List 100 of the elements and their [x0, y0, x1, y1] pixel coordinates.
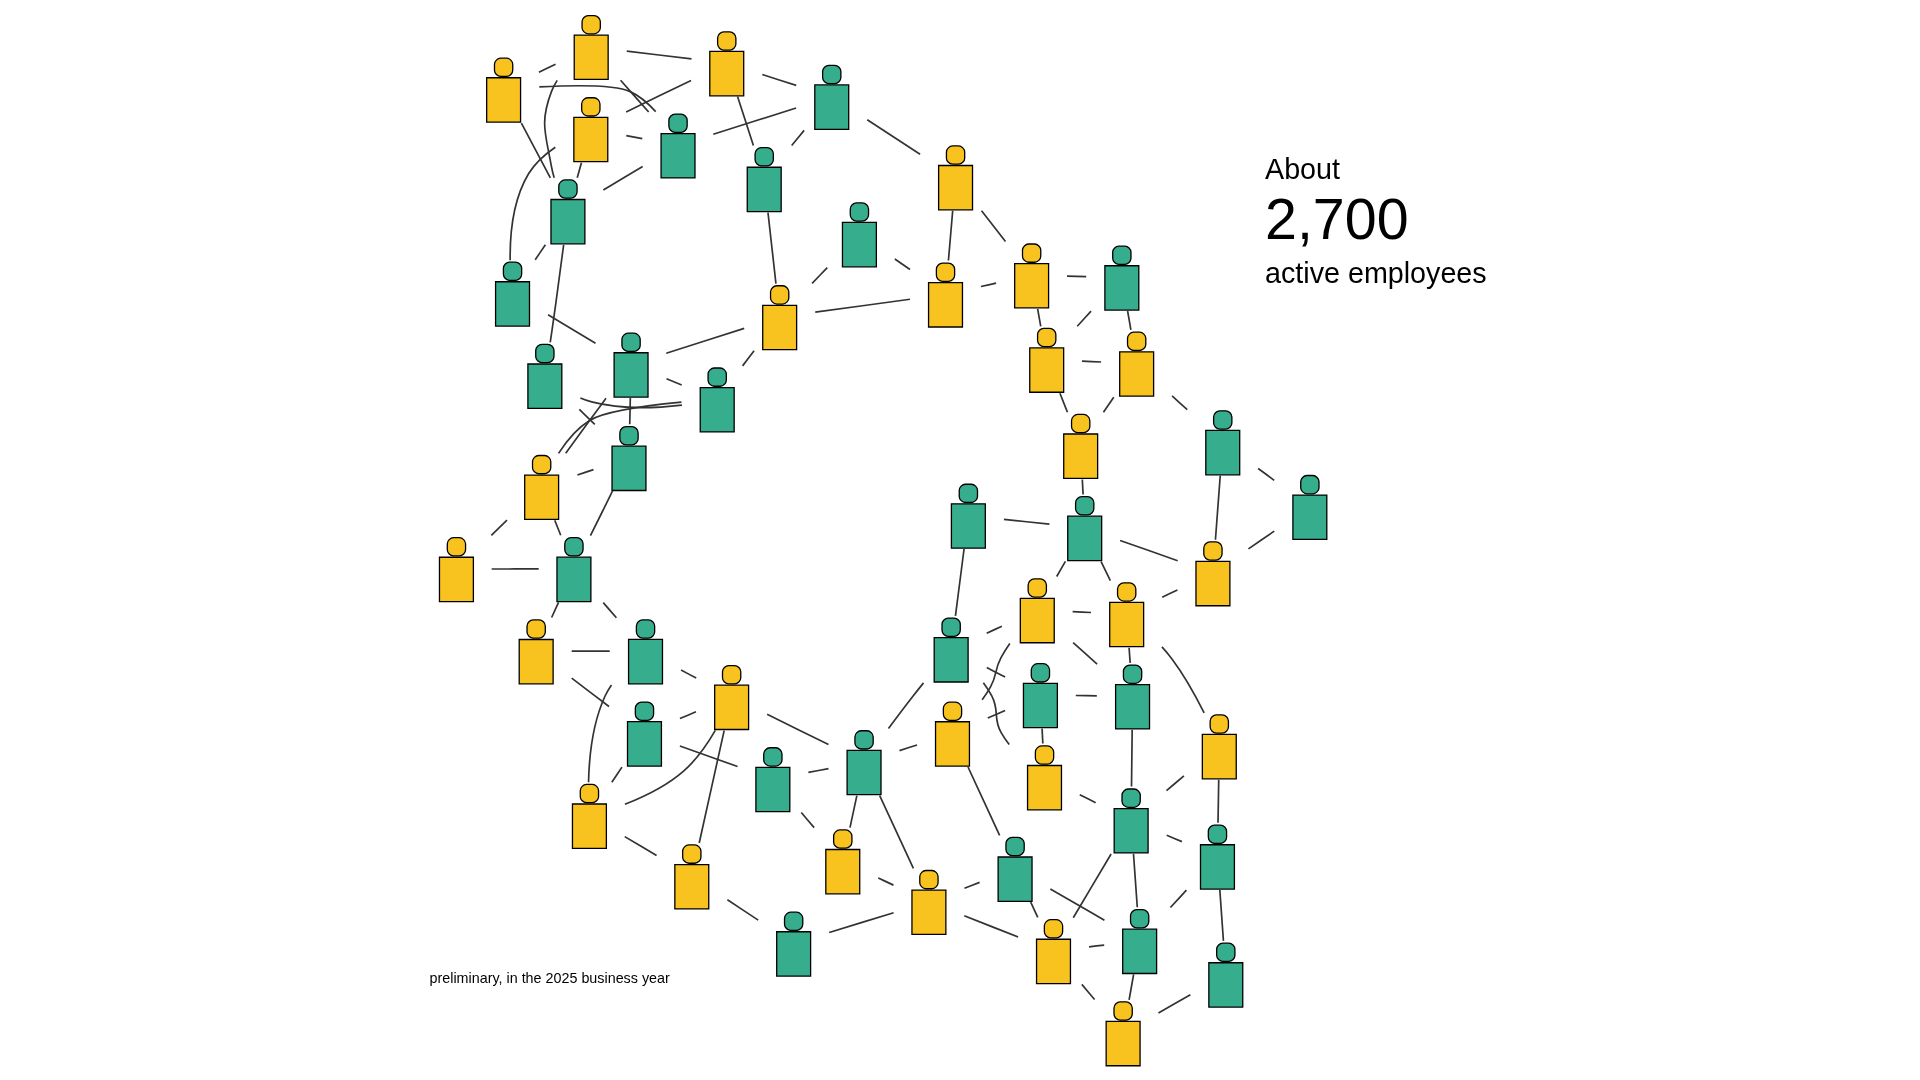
connector [624, 79, 692, 113]
connector [893, 258, 911, 271]
connector [520, 122, 551, 179]
connector [589, 490, 613, 537]
label: 2,700 [1264, 186, 1409, 251]
connector [966, 766, 1000, 837]
connector [865, 118, 921, 155]
connector [508, 146, 556, 262]
connector [765, 713, 829, 746]
connector [579, 397, 683, 409]
connector [1099, 560, 1111, 582]
connector [980, 209, 1006, 243]
connector [625, 50, 692, 60]
connector [711, 107, 797, 136]
connector [533, 243, 546, 261]
connector [1102, 396, 1115, 414]
connector [1058, 392, 1068, 414]
connector [810, 266, 828, 285]
connector [624, 134, 643, 140]
connector [1065, 275, 1087, 278]
connector [1078, 793, 1096, 804]
connector [1165, 775, 1185, 792]
connector [986, 709, 1006, 719]
connector [1160, 646, 1205, 714]
connector [1247, 530, 1275, 550]
connector [813, 298, 911, 314]
connector [876, 877, 894, 886]
connector [878, 794, 914, 870]
connector [947, 209, 954, 262]
connector [490, 519, 508, 537]
connector [570, 677, 610, 708]
connector [664, 327, 745, 355]
connector [1218, 889, 1224, 942]
connector [1160, 589, 1178, 599]
connector [1080, 478, 1084, 496]
connector [623, 729, 716, 806]
connector [678, 745, 738, 768]
connector [678, 711, 697, 720]
connector [1127, 646, 1131, 664]
connector [490, 568, 539, 570]
connector [827, 911, 894, 934]
connector [610, 766, 623, 784]
connector [1055, 560, 1066, 578]
connector [985, 625, 1003, 635]
connector [1049, 888, 1105, 922]
connector [982, 681, 1010, 746]
connector [1118, 539, 1178, 562]
connector [1169, 889, 1187, 909]
connector [1157, 993, 1191, 1014]
connector [602, 165, 643, 191]
connector [1214, 474, 1221, 541]
connector [587, 684, 612, 784]
connector [1040, 727, 1044, 745]
connector [570, 650, 611, 653]
connector [1170, 395, 1188, 411]
connector [1165, 834, 1183, 843]
connector [726, 898, 759, 921]
connector [619, 79, 649, 113]
connector [601, 601, 617, 619]
connector [898, 744, 918, 752]
connector [1071, 610, 1092, 614]
connector [577, 408, 596, 426]
connector [1075, 310, 1092, 328]
connector [807, 767, 829, 774]
connector [1002, 518, 1050, 526]
connector [697, 729, 725, 844]
connector [1036, 308, 1042, 328]
connector [679, 669, 697, 679]
connector [741, 349, 755, 367]
connector [623, 835, 657, 857]
connector [1080, 360, 1102, 363]
connector [887, 682, 924, 730]
connector [1080, 983, 1095, 1001]
connector [766, 211, 777, 285]
connector [790, 129, 805, 147]
connector [1127, 973, 1134, 1001]
connector [736, 95, 754, 147]
connector [564, 397, 607, 455]
connector [1074, 694, 1098, 697]
connector [799, 811, 815, 829]
connector [985, 666, 1006, 678]
label: preliminary, in the 2025 business year [429, 969, 670, 986]
connector [848, 794, 858, 829]
connector [548, 243, 564, 344]
connector [962, 914, 1019, 938]
connector [1087, 944, 1105, 948]
label: active employees [1264, 257, 1487, 290]
connector [628, 397, 631, 426]
label: About [1264, 153, 1340, 186]
connector [576, 468, 594, 476]
connector [1071, 853, 1112, 919]
connector [557, 401, 682, 455]
connector [1216, 778, 1220, 824]
connector [1126, 310, 1132, 331]
connector [979, 282, 997, 288]
connector [1132, 852, 1138, 909]
connector [1256, 467, 1275, 482]
connector [980, 642, 1011, 701]
connector [553, 519, 562, 537]
connector [1071, 641, 1098, 666]
